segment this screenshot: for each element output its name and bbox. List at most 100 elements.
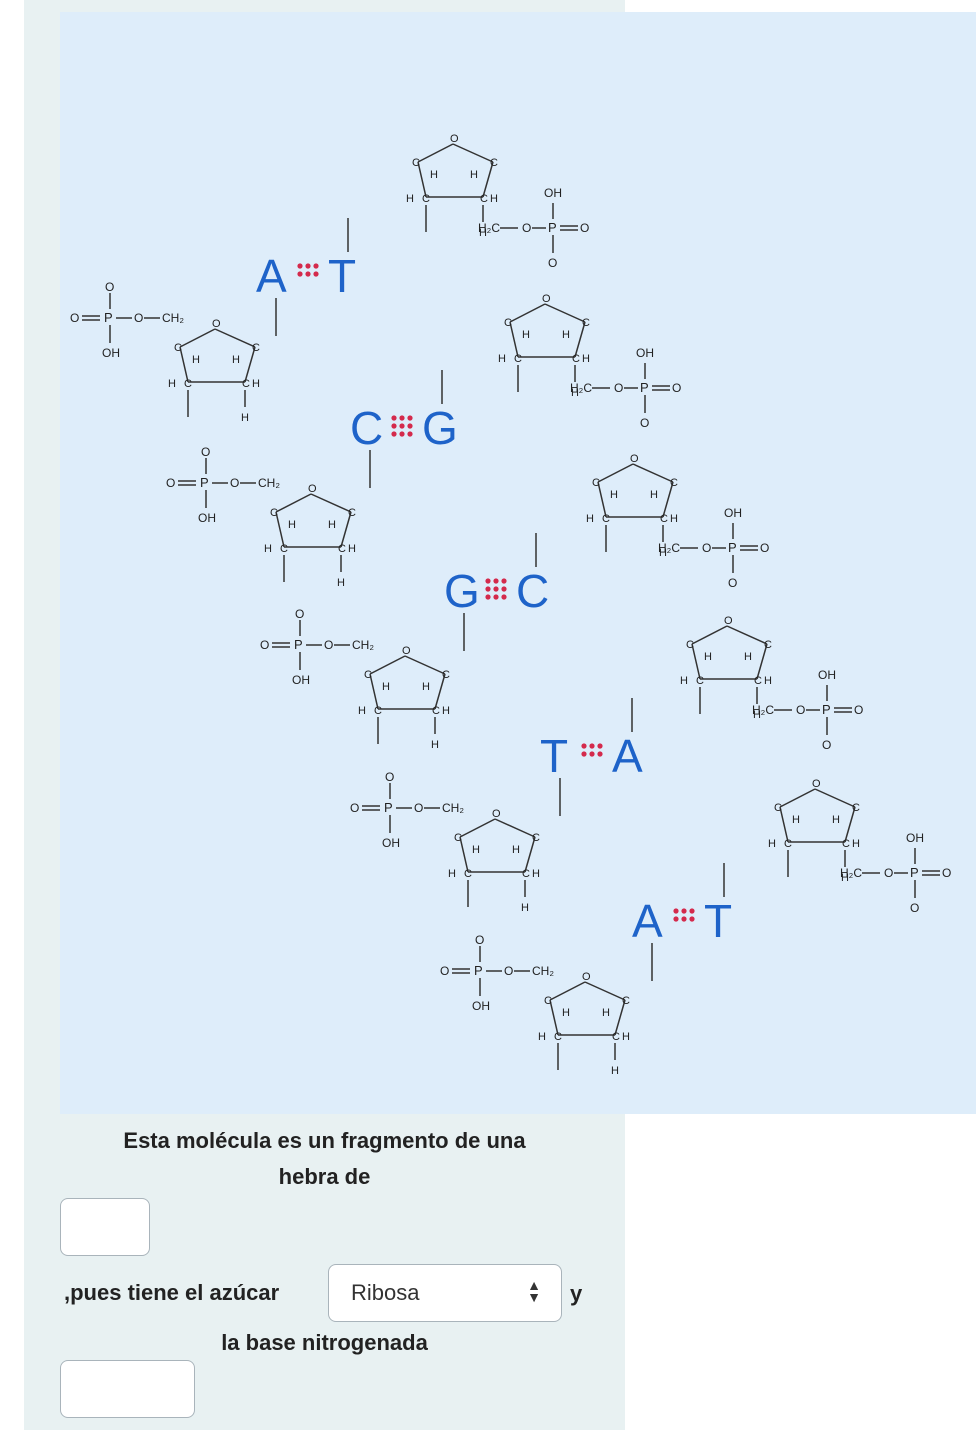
left-sugar-2-h-label: H bbox=[264, 543, 272, 555]
hydrogen-bond-dot bbox=[485, 586, 491, 592]
answer-input-1[interactable] bbox=[60, 1198, 150, 1256]
right-sugar-2-bond bbox=[544, 303, 586, 323]
right-phosphate-2-p-label: P bbox=[640, 380, 649, 395]
left-sugar-4-bond bbox=[494, 818, 536, 838]
right-sugar-4-carbon-label: C bbox=[686, 639, 694, 651]
hydrogen-bond-dot bbox=[689, 908, 695, 914]
right-sugar-4-h-label: H bbox=[680, 675, 688, 687]
left-sugar-3-h-label: H bbox=[382, 681, 390, 693]
right-sugar-3-oxygen-label: O bbox=[630, 453, 639, 465]
right-sugar-4-bond bbox=[726, 625, 768, 645]
left-phosphate-4-ch2-label: CH₂ bbox=[442, 801, 464, 815]
right-phosphate-4-oh-label: OH bbox=[818, 668, 836, 682]
right-phosphate-3-o-label: O bbox=[760, 541, 769, 555]
right-sugar-2-carbon-label: C bbox=[582, 317, 590, 329]
left-sugar-4-carbon-label: C bbox=[532, 832, 540, 844]
hydrogen-bond-dot bbox=[407, 415, 413, 421]
right-sugar-5-carbon-label: C bbox=[842, 838, 850, 850]
left-sugar-5-bond bbox=[549, 999, 559, 1036]
sugar-select-value: Ribosa bbox=[351, 1280, 420, 1305]
question-line-3-prefix: ,pues tiene el azúcar bbox=[64, 1280, 280, 1305]
question-line-1: Esta molécula es un fragmento de una bbox=[123, 1128, 526, 1153]
hydrogen-bond-dot bbox=[501, 594, 507, 600]
left-sugar-1-h-label: H bbox=[241, 412, 249, 424]
right-sugar-2-oxygen-label: O bbox=[542, 293, 551, 305]
left-sugar-2-oxygen-label: O bbox=[308, 483, 317, 495]
right-sugar-4-h-label: H bbox=[753, 709, 761, 721]
question-line-2: hebra de bbox=[278, 1164, 371, 1189]
right-sugar-3-h-label: H bbox=[586, 513, 594, 525]
left-sugar-4-carbon-label: C bbox=[454, 832, 462, 844]
right-sugar-2-h-label: H bbox=[562, 329, 570, 341]
left-sugar-1-h-label: H bbox=[168, 378, 176, 390]
left-sugar-3-oxygen-label: O bbox=[402, 645, 411, 657]
right-sugar-3-h-label: H bbox=[650, 489, 658, 501]
hydrogen-bond-dot bbox=[589, 751, 595, 757]
hydrogen-bond-dot bbox=[313, 263, 319, 269]
left-sugar-2-h-label: H bbox=[348, 543, 356, 555]
right-sugar-1-carbon-label: C bbox=[422, 193, 430, 205]
right-sugar-2-h-label: H bbox=[571, 387, 579, 399]
right-phosphate-4-o-label: O bbox=[822, 738, 831, 752]
left-phosphate-3-o-label: O bbox=[260, 638, 269, 652]
left-sugar-4-carbon-label: C bbox=[464, 868, 472, 880]
hydrogen-bond-dot bbox=[581, 751, 587, 757]
right-phosphate-2-o-label: O bbox=[672, 381, 681, 395]
right-sugar-1-carbon-label: C bbox=[480, 193, 488, 205]
right-sugar-5-oxygen-label: O bbox=[812, 778, 821, 790]
right-sugar-3-bond bbox=[632, 463, 674, 483]
left-sugar-1-h-label: H bbox=[252, 378, 260, 390]
left-sugar-2-carbon-label: C bbox=[270, 507, 278, 519]
base-pair-5-right: T bbox=[704, 895, 732, 947]
right-sugar-1-oxygen-label: O bbox=[450, 133, 459, 145]
right-phosphate-1-o-label: O bbox=[548, 256, 557, 270]
right-sugar-4-carbon-label: C bbox=[696, 675, 704, 687]
right-phosphate-5-o-label: O bbox=[910, 901, 919, 915]
left-phosphate-4-o-label: O bbox=[385, 770, 394, 784]
right-sugar-4-h-label: H bbox=[744, 651, 752, 663]
left-sugar-1-carbon-label: C bbox=[242, 378, 250, 390]
left-sugar-3-h-label: H bbox=[431, 739, 439, 751]
left-phosphate-2-p-label: P bbox=[200, 475, 209, 490]
right-sugar-1-h-label: H bbox=[490, 193, 498, 205]
right-sugar-3-bond bbox=[597, 481, 607, 518]
left-phosphate-2-o-label: O bbox=[166, 476, 175, 490]
right-sugar-1-bond bbox=[417, 143, 454, 163]
right-phosphate-5-o-label: O bbox=[884, 866, 893, 880]
right-phosphate-1-o-label: O bbox=[580, 221, 589, 235]
hydrogen-bond-dot bbox=[297, 263, 303, 269]
left-phosphate-3-p-label: P bbox=[294, 637, 303, 652]
right-phosphate-5-h2c-label: H₂C bbox=[840, 866, 862, 880]
hydrogen-bond-dot bbox=[305, 263, 311, 269]
sugar-select[interactable]: Ribosa ▲▼ bbox=[328, 1264, 562, 1322]
right-sugar-5-h-label: H bbox=[832, 814, 840, 826]
right-sugar-5-bond bbox=[779, 788, 816, 808]
left-sugar-2-h-label: H bbox=[337, 577, 345, 589]
right-phosphate-2-oh-label: OH bbox=[636, 346, 654, 360]
left-sugar-2-bond bbox=[275, 493, 312, 513]
right-sugar-4-bond bbox=[691, 643, 701, 680]
left-sugar-4-bond bbox=[459, 818, 496, 838]
left-phosphate-4-o-label: O bbox=[350, 801, 359, 815]
answer-input-2[interactable] bbox=[60, 1360, 195, 1418]
left-sugar-4-h-label: H bbox=[532, 868, 540, 880]
right-sugar-2-bond bbox=[574, 321, 586, 358]
left-sugar-2-carbon-label: C bbox=[338, 543, 346, 555]
left-phosphate-5-ch2-label: CH₂ bbox=[532, 964, 554, 978]
right-sugar-3-carbon-label: C bbox=[592, 477, 600, 489]
right-sugar-5-bond bbox=[844, 806, 856, 843]
left-phosphate-5-o-label: O bbox=[440, 964, 449, 978]
left-sugar-3-bond bbox=[404, 655, 446, 675]
right-sugar-2-bond bbox=[509, 303, 546, 323]
right-phosphate-2-o-label: O bbox=[614, 381, 623, 395]
right-sugar-3-carbon-label: C bbox=[660, 513, 668, 525]
left-sugar-1-h-label: H bbox=[192, 354, 200, 366]
right-phosphate-4-h2c-label: H₂C bbox=[752, 703, 774, 717]
right-sugar-2-carbon-label: C bbox=[572, 353, 580, 365]
right-sugar-2-bond bbox=[509, 321, 519, 358]
right-sugar-4-oxygen-label: O bbox=[724, 615, 733, 627]
right-sugar-5-h-label: H bbox=[768, 838, 776, 850]
right-sugar-1-bond bbox=[417, 161, 427, 198]
